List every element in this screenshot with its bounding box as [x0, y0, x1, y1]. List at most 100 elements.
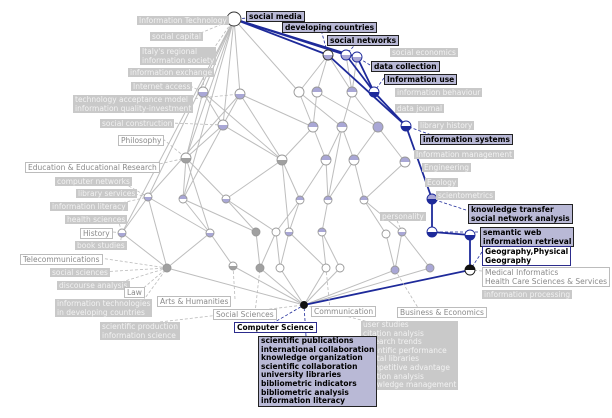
- node-outline: [295, 195, 305, 205]
- node-outline: [359, 195, 369, 205]
- lattice-node-a2: [340, 49, 352, 61]
- label-information-exchange: information exchange: [128, 68, 215, 77]
- label-right-2: information behaviour: [395, 88, 483, 97]
- label-information-use: Information use: [384, 74, 458, 85]
- node-top-half: [322, 264, 330, 268]
- edge-73: [303, 269, 396, 306]
- node-outline: [228, 261, 238, 271]
- node-bottom-half: [360, 200, 368, 204]
- node-outline: [234, 88, 246, 100]
- label-information-systems: information systems: [420, 134, 513, 145]
- lattice-node-g5: [284, 227, 294, 237]
- node-top-half: [144, 193, 152, 197]
- node-top-half: [118, 229, 126, 233]
- node-bottom-half: [349, 160, 359, 165]
- node-top-half: [398, 228, 406, 232]
- node-outline: [293, 86, 305, 98]
- node-top-half: [391, 266, 399, 270]
- lattice-node-bot: [300, 301, 308, 309]
- edge-14: [222, 93, 241, 126]
- node-bottom-half: [321, 160, 331, 165]
- edge-26: [185, 124, 224, 159]
- lattice-node-c1: [234, 88, 246, 100]
- label-law: Law: [124, 287, 145, 298]
- edge-56: [209, 232, 234, 267]
- node-outline: [271, 227, 281, 237]
- label-right-7: Ecology: [425, 178, 459, 187]
- label-connector-32: [431, 198, 467, 211]
- label-social-media: social media: [246, 11, 305, 22]
- label-book-studies: book studies: [75, 241, 127, 250]
- lattice-node-b1: [293, 86, 305, 98]
- node-outline: [426, 226, 438, 238]
- label-right-6: Engineering: [422, 163, 471, 172]
- lattice-node-h7: [390, 265, 400, 275]
- node-bottom-half: [277, 160, 287, 165]
- label-internet-access: Internet access: [131, 82, 193, 91]
- label-connector-21: [254, 267, 261, 314]
- node-bottom-half: [285, 232, 293, 236]
- node-top-half: [323, 50, 333, 55]
- node-bottom-half: [272, 232, 280, 236]
- lattice-node-g7: [381, 229, 391, 239]
- node-bottom-half: [206, 233, 214, 237]
- label-semantic-web: semantic web information retrieval: [480, 227, 575, 247]
- label-computer-science: Computer Science: [234, 322, 317, 333]
- node-bottom-half: [369, 92, 379, 97]
- edge-31: [341, 126, 355, 161]
- node-bottom-half: [401, 126, 411, 131]
- edge-62: [321, 231, 327, 269]
- lattice-node-g1: [117, 228, 127, 238]
- node-bottom-half: [218, 125, 228, 130]
- label-telecommunications: Telecommunications: [20, 254, 103, 265]
- node-bottom-half: [465, 270, 475, 275]
- node-top-half: [352, 52, 362, 57]
- label-social-sciences: Social Sciences: [213, 309, 277, 320]
- edge-32: [353, 126, 379, 161]
- label-knowledge-transfer: knowledge transfer social network analys…: [468, 204, 573, 224]
- edge-27: [222, 124, 283, 161]
- node-bottom-half: [276, 268, 284, 272]
- edge-8: [182, 18, 235, 200]
- label-communication: Communication: [311, 306, 377, 317]
- edge-78: [147, 196, 168, 269]
- node-outline: [217, 119, 229, 131]
- node-top-half: [277, 155, 287, 160]
- edge-45: [182, 198, 211, 234]
- label-right-3: data journal: [395, 104, 445, 113]
- label-connector-30: [373, 77, 385, 93]
- edge-59: [275, 231, 281, 269]
- label-history: History: [80, 228, 113, 239]
- edge-33: [377, 126, 406, 163]
- edge-34: [182, 157, 187, 200]
- node-top-half: [227, 12, 241, 19]
- node-outline: [351, 51, 363, 63]
- node-outline: [321, 263, 331, 273]
- node-top-half: [294, 87, 304, 92]
- node-bottom-half: [229, 266, 237, 270]
- label-business: Business & Economics: [397, 307, 487, 318]
- node-outline: [320, 154, 332, 166]
- lattice-node-e4: [348, 154, 360, 166]
- label-social-networks: social networks: [327, 35, 400, 46]
- label-connector-20: [232, 265, 236, 300]
- edge-16: [202, 91, 224, 126]
- lattice-node-a3: [351, 51, 363, 63]
- node-bottom-half: [296, 200, 304, 204]
- label-connector-15: [99, 257, 168, 269]
- node-bottom-half: [382, 234, 390, 238]
- node-outline: [275, 263, 285, 273]
- lattice-node-g6: [317, 227, 327, 237]
- edge-69: [259, 267, 305, 306]
- lattice-node-e1: [180, 152, 192, 164]
- node-outline: [317, 227, 327, 237]
- edge-58: [259, 231, 277, 269]
- edge-79: [281, 159, 290, 233]
- label-right-10: personality: [380, 212, 426, 221]
- highlight-edge-9: [431, 231, 471, 236]
- node-bottom-half: [318, 232, 326, 236]
- node-outline: [197, 86, 209, 98]
- node-outline: [307, 121, 319, 133]
- label-connector-26: [233, 14, 291, 20]
- edge-68: [232, 265, 305, 306]
